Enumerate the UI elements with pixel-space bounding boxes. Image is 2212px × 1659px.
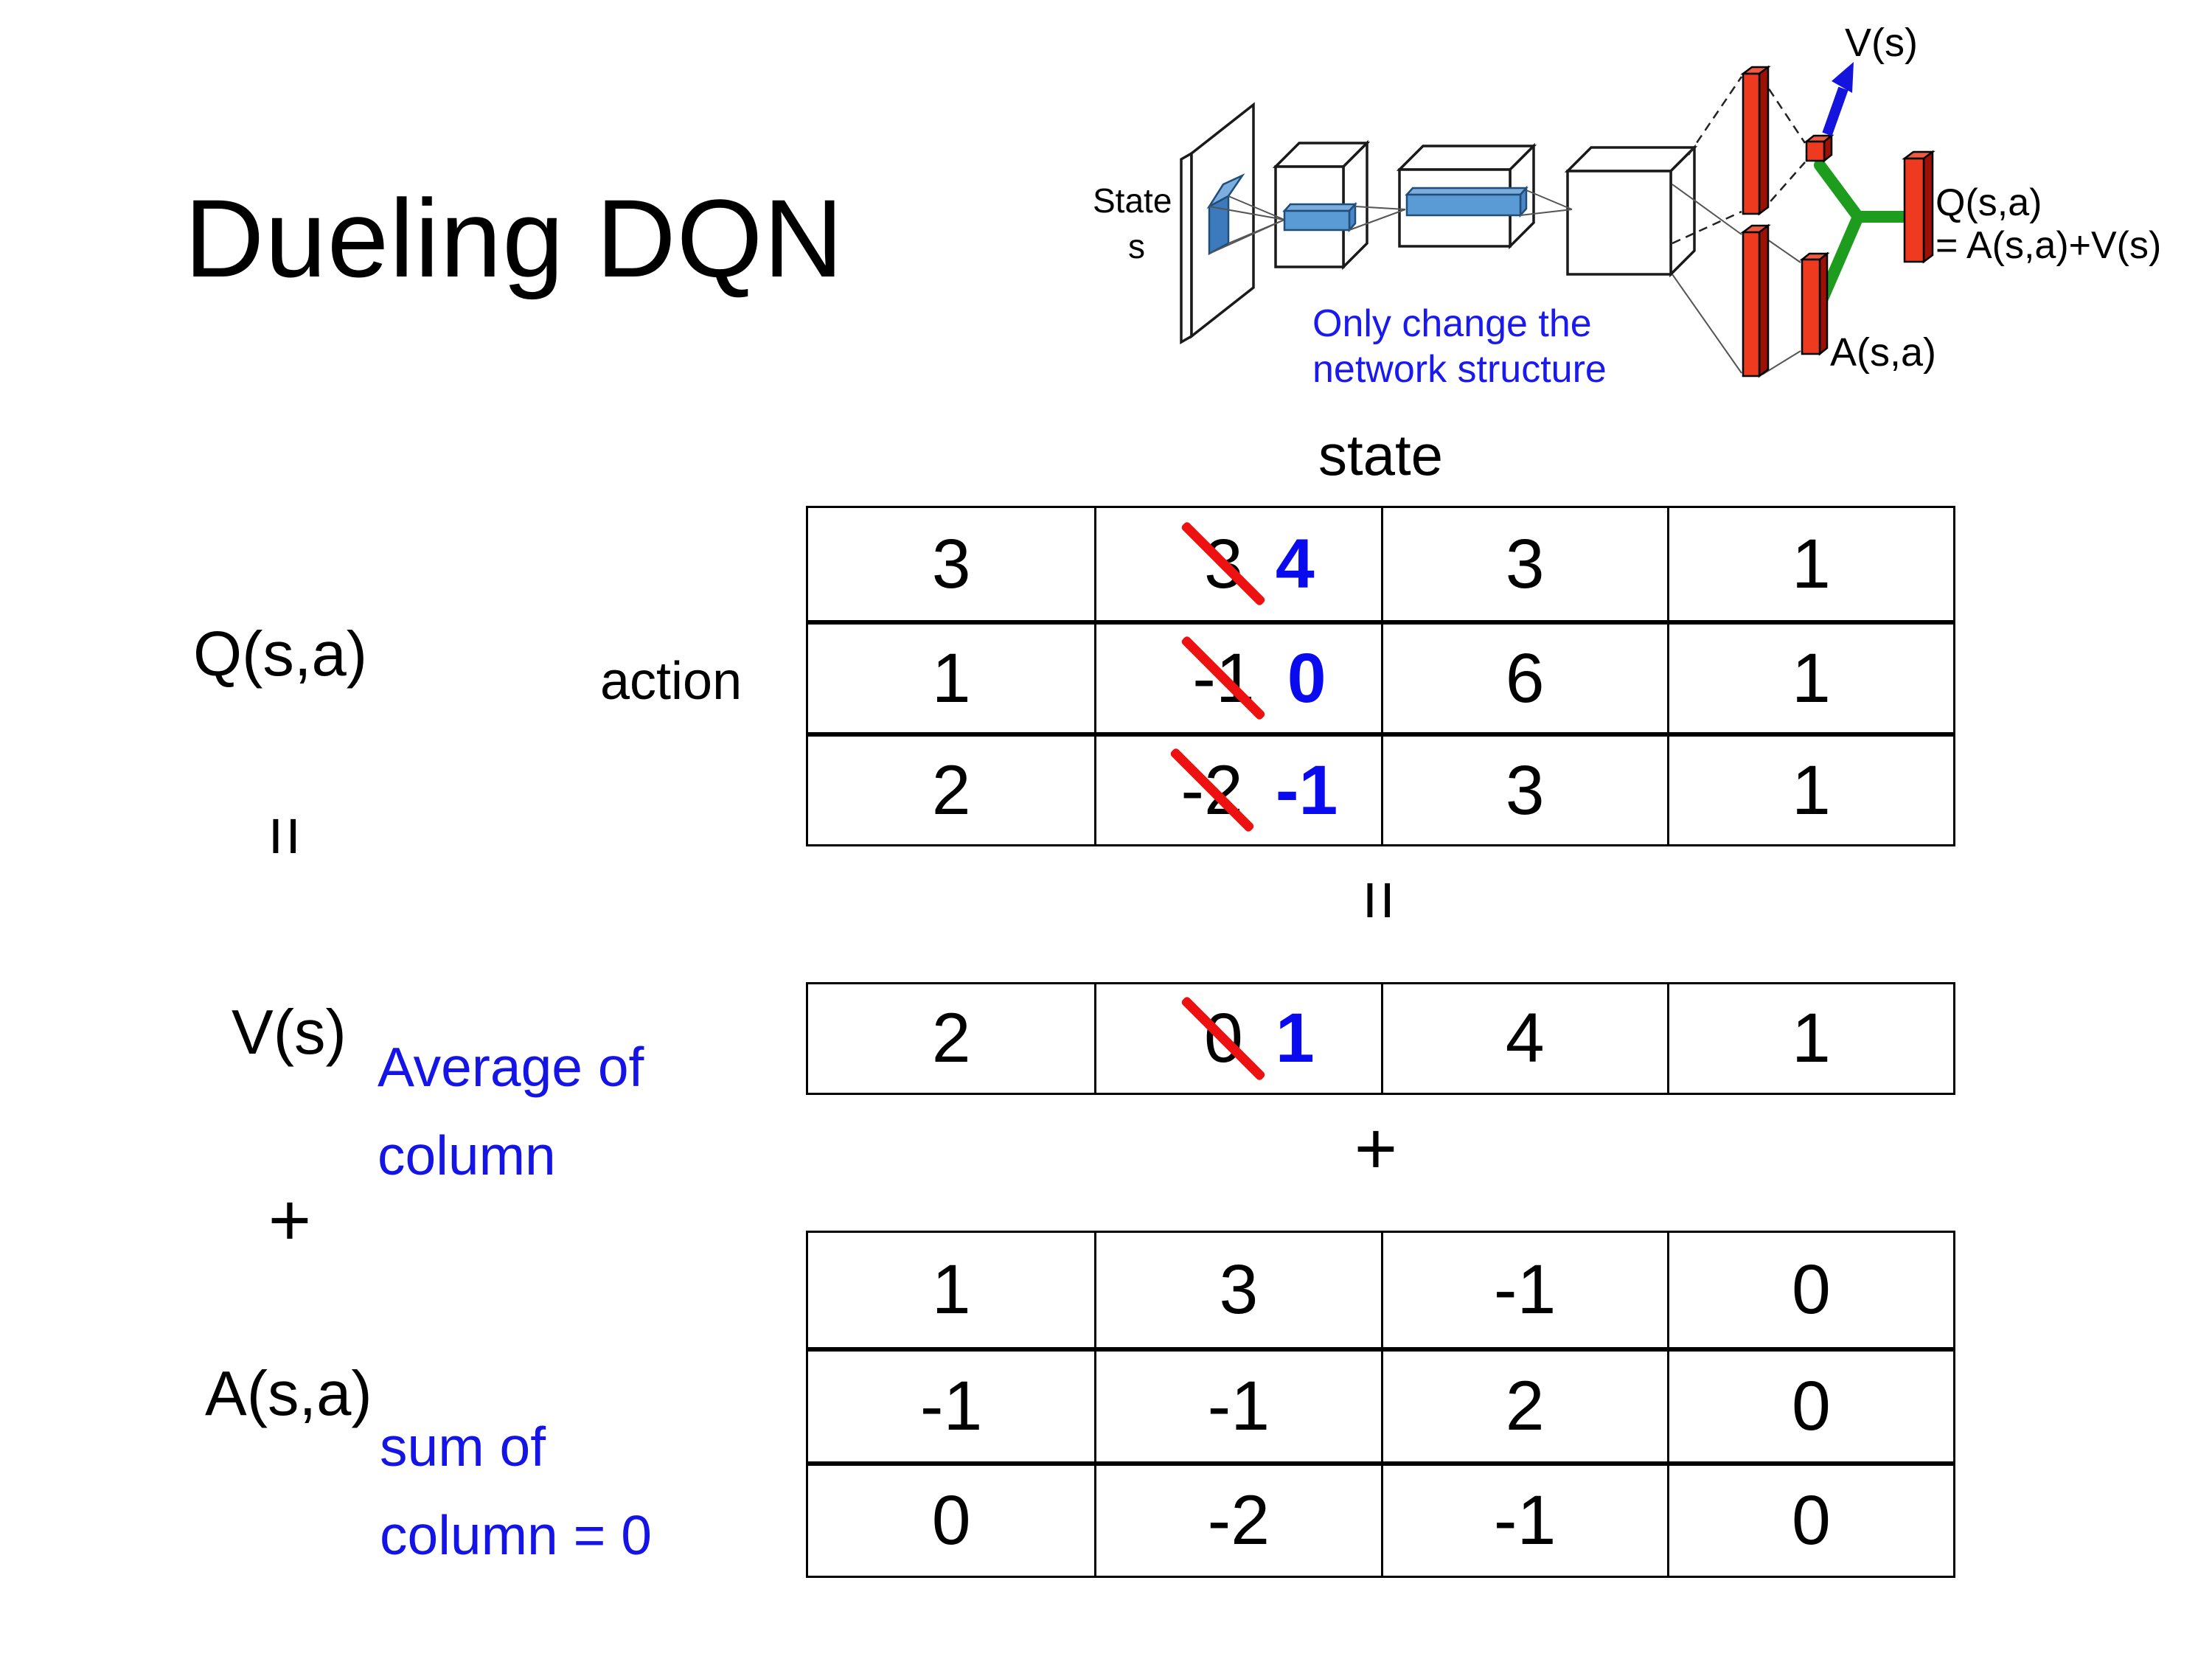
crossed-out-value: -1	[1192, 639, 1255, 717]
table-cell: 1	[1666, 984, 1953, 1093]
table-cell: -2	[1094, 1461, 1381, 1576]
advantage-vector-node	[1799, 251, 1830, 356]
table-cell: 2	[1380, 1347, 1667, 1461]
projection-lines-3	[1520, 189, 1573, 216]
crossed-out-value: -2	[1180, 751, 1243, 830]
fc-layer-box	[1564, 144, 1698, 278]
table-cell: 6	[1380, 620, 1667, 732]
replacement-value: 0	[1287, 639, 1326, 717]
table-cell: 0	[808, 1461, 1095, 1576]
table-cell: 1	[931, 1251, 971, 1329]
feature-map-long	[1405, 185, 1528, 218]
feature-map-small	[1282, 201, 1357, 233]
value-fc-bar	[1740, 65, 1771, 216]
conv-filter-patch	[1206, 173, 1245, 256]
aggregation-links	[1809, 159, 1911, 321]
v-term-label: V(s)	[232, 998, 347, 1068]
table-cell: -1	[1380, 1461, 1667, 1576]
table-cell: -1	[808, 1347, 1095, 1461]
v-note-line2: column	[378, 1124, 556, 1186]
diagram-q-out-label: Q(s,a)	[1935, 181, 2042, 224]
projection-lines-2	[1349, 206, 1406, 231]
table-cell: 0	[1666, 1233, 1953, 1347]
table-cell: 4	[1380, 984, 1667, 1093]
diagram-state-label: State	[1093, 181, 1172, 220]
equals-left: =	[246, 815, 324, 857]
table-cell: 2	[931, 999, 971, 1077]
value-stream-links	[1672, 76, 1806, 245]
crossed-out-value: 0	[1204, 999, 1243, 1077]
replacement-value: 4	[1275, 524, 1315, 603]
q-term-label: Q(s,a)	[193, 619, 368, 689]
diagram-note-line2: network structure	[1312, 348, 1607, 391]
table-cell: 2	[808, 732, 1095, 844]
q-output-bar	[1902, 150, 1935, 264]
advantage-fc-bar	[1740, 223, 1771, 378]
a-term-label: A(s,a)	[205, 1359, 372, 1429]
value-scalar-node	[1804, 133, 1834, 163]
table-cell: 3	[1380, 508, 1667, 620]
diagram-v-out-label: V(s)	[1845, 21, 1918, 65]
table-cell: 1	[1666, 732, 1953, 844]
table-cell: 3	[1380, 732, 1667, 844]
table-cell: 0	[1666, 1461, 1953, 1576]
projection-lines-1	[1208, 195, 1285, 254]
table-cell: 1	[808, 620, 1095, 732]
plus-middle: +	[1354, 1107, 1398, 1190]
table-cell: -1 0	[1094, 620, 1381, 732]
table-cell: -1	[1094, 1347, 1381, 1461]
replacement-value: 1	[1275, 999, 1315, 1077]
value-arrow	[1822, 62, 1854, 136]
a-note-line2: column = 0	[380, 1504, 652, 1566]
v-note-line1: Average of	[378, 1036, 644, 1098]
diagram-note-line1: Only change the	[1312, 302, 1592, 345]
slide-title: Dueling DQN	[184, 176, 844, 300]
table-cell: 3	[1094, 1233, 1380, 1347]
diagram-q-formula-label: = A(s,a)+V(s)	[1935, 224, 2161, 267]
table-cell: -1	[1380, 1233, 1667, 1347]
state-header: state	[1318, 422, 1444, 487]
diagram-a-out-label: A(s,a)	[1830, 330, 1936, 375]
diagram-state-sub-label: s	[1128, 227, 1145, 265]
equals-middle: =	[1340, 880, 1419, 921]
table-cell: 3	[931, 524, 971, 603]
table-cell: 0	[1666, 1347, 1953, 1461]
crossed-out-value: 3	[1204, 524, 1243, 603]
plus-left: +	[268, 1179, 312, 1262]
table-cell: 1	[1666, 620, 1953, 732]
advantage-stream-links	[1672, 184, 1801, 375]
table-cell: 1	[1666, 508, 1953, 620]
a-note-line1: sum of	[380, 1416, 546, 1478]
table-cell: -2 -1	[1094, 732, 1381, 844]
dueling-network-diagram: State s V(s) A(s,a) Q(s,a) = A(s,a)+V(s)…	[1093, 21, 2161, 391]
action-label: action	[600, 652, 742, 711]
replacement-value: -1	[1275, 751, 1338, 830]
